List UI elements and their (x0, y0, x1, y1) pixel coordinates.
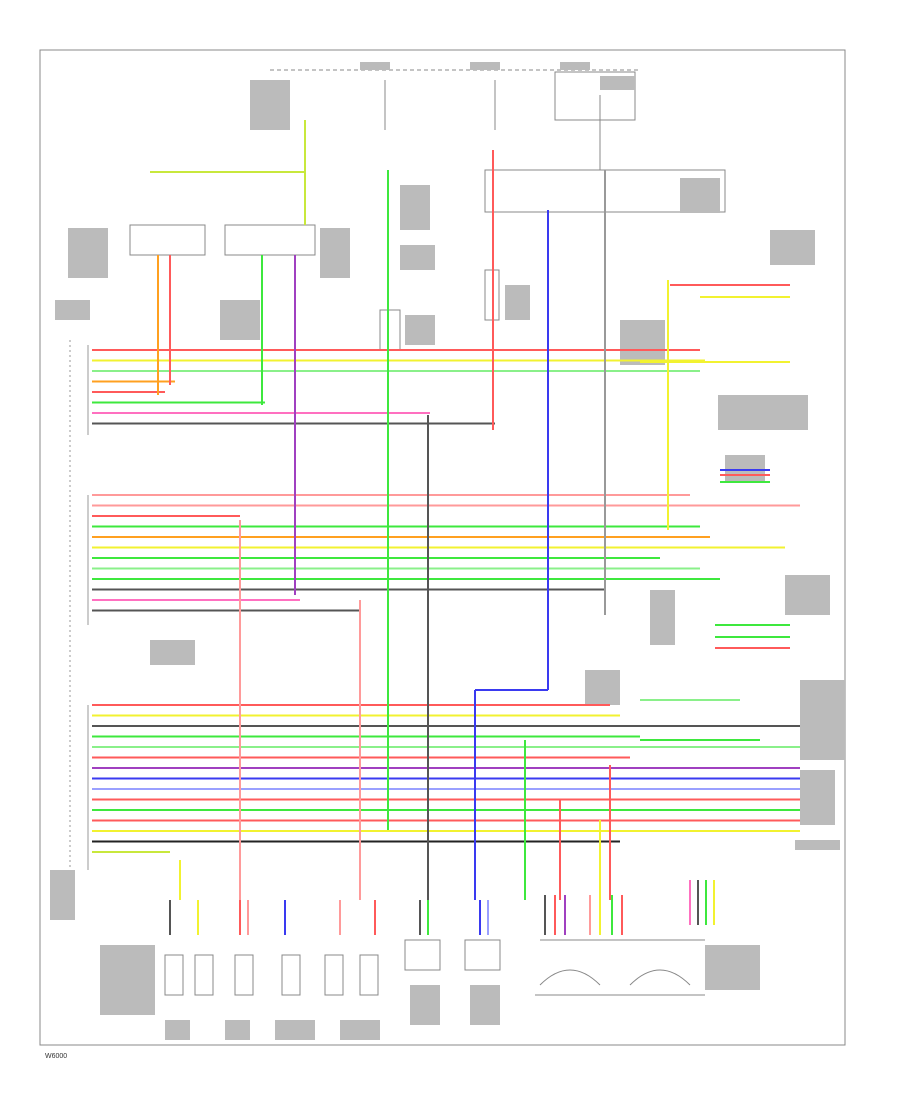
label-blocks (50, 62, 845, 1040)
vertical-wires (150, 120, 669, 900)
bottom-pins (169, 880, 715, 935)
right-side-stubs (640, 284, 790, 741)
bottom-components (164, 939, 705, 996)
diagram-border (39, 49, 846, 1046)
footer-code: W6000 (45, 1053, 67, 1060)
connector-wire-rows (92, 349, 800, 853)
left-connector-blocks (69, 340, 89, 870)
